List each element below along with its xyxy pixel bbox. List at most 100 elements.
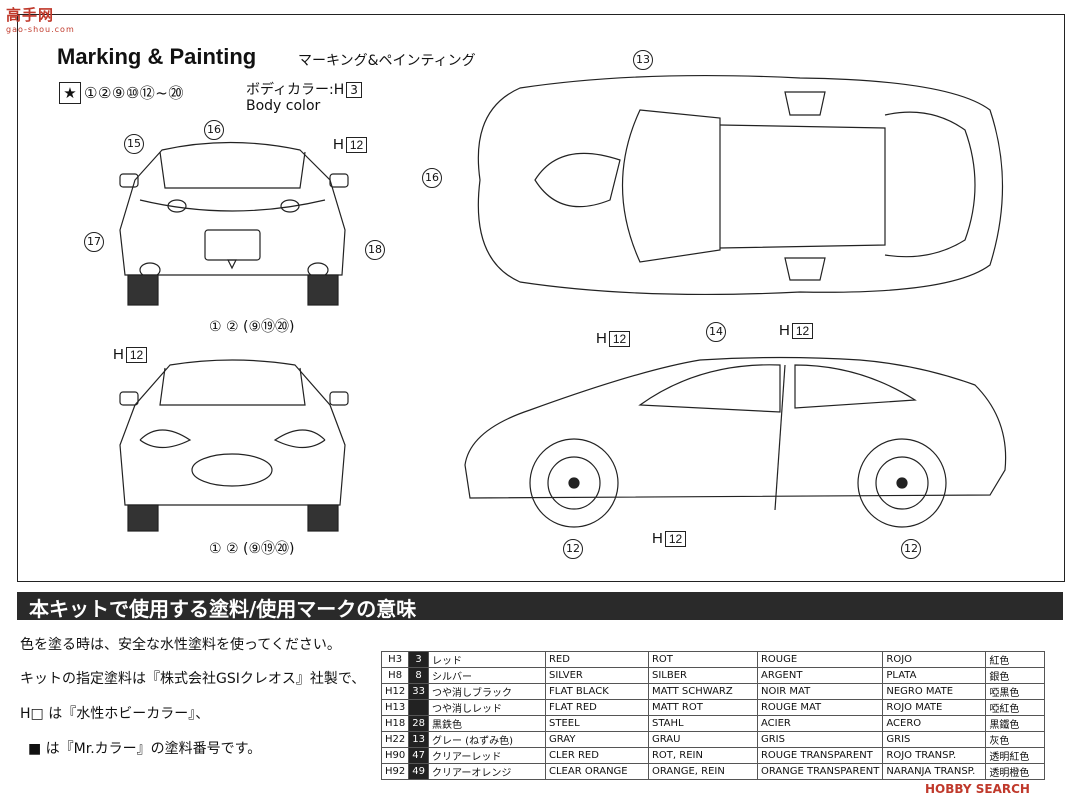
paint-cell-mr: 47 (408, 747, 429, 764)
paint-cell-en: FLAT RED (544, 699, 649, 716)
paint-cell-es: NARANJA TRANSP. (882, 763, 987, 780)
paint-cell-cn: 透明橙色 (985, 763, 1046, 780)
callout-16-top: 16 (422, 166, 442, 188)
section-header-band (17, 592, 1063, 620)
paint-cell-jp: 黒鉄色 (427, 715, 546, 732)
paint-cell-es: NEGRO MATE (882, 683, 987, 700)
note-line-1: 色を塗る時は、安全な水性塗料を使ってください。 (20, 637, 341, 653)
paint-cell-cn: 啞黒色 (985, 683, 1046, 700)
callout-15: 15 (124, 132, 144, 154)
paint-cell-fr: ROUGE MAT (756, 699, 884, 716)
paint-cell-en: GRAY (544, 731, 649, 748)
paint-cell-h: H8 (380, 667, 410, 684)
paint-cell-fr: ARGENT (756, 667, 884, 684)
paint-cell-cn: 啞紅色 (985, 699, 1046, 716)
diagram-frame (17, 14, 1065, 582)
paint-cell-mr: 8 (408, 667, 429, 684)
paint-cell-h: H3 (380, 651, 410, 668)
paint-cell-de: ORANGE, REIN (647, 763, 758, 780)
callout-17: 17 (84, 230, 104, 252)
paint-cell-de: MATT SCHWARZ (647, 683, 758, 700)
callout-14: 14 (706, 320, 726, 342)
paint-cell-fr: ROUGE (756, 651, 884, 668)
note-line-2: キットの指定塗料は『株式会社GSIクレオス』社製で、 (20, 671, 366, 687)
paint-cell-jp: つや消しレッド (427, 699, 546, 716)
paint-cell-jp: つや消しブラック (427, 683, 546, 700)
title-english: Marking & Painting (57, 44, 257, 69)
title-japanese: マーキング&ペインティング (298, 53, 476, 69)
paint-cell-fr: GRIS (756, 731, 884, 748)
paint-cell-cn: 紅色 (985, 651, 1046, 668)
paint-cell-de: ROT, REIN (647, 747, 758, 764)
paint-cell-fr: ACIER (756, 715, 884, 732)
rear-view-car (119, 141, 349, 306)
callout-16-rear: 16 (204, 118, 224, 140)
paint-cell-es: PLATA (882, 667, 987, 684)
paint-cell-fr: ORANGE TRANSPARENT (756, 763, 884, 780)
paint-cell-es: GRIS (882, 731, 987, 748)
paint-cell-h: H13 (380, 699, 410, 716)
paint-cell-h: H18 (380, 715, 410, 732)
decal-ref-rear: ① ② (⑨⑲⑳) (209, 319, 295, 335)
paint-cell-h: H90 (380, 747, 410, 764)
paint-code-box: 3 (346, 82, 362, 98)
paint-cell-jp: クリアーレッド (427, 747, 546, 764)
decal-ref-front: ① ② (⑨⑲⑳) (209, 541, 295, 557)
paint-cell-cn: 銀色 (985, 667, 1046, 684)
car-diagram (119, 74, 1007, 532)
site-watermark-2: HOBBY SEARCH (925, 782, 1030, 796)
paint-cell-h: H92 (380, 763, 410, 780)
paint-cell-es: ROJO (882, 651, 987, 668)
paint-cell-cn: 黒鐵色 (985, 715, 1046, 732)
paint-cell-h: H12 (380, 683, 410, 700)
paint-cell-mr (408, 699, 429, 716)
paint-cell-de: MATT ROT (647, 699, 758, 716)
callout-12-rear-wheel: 12 (901, 537, 921, 559)
note-line-3: H□ は『水性ホビーカラー』、 (20, 706, 210, 722)
paint-cell-en: CLEAR ORANGE (544, 763, 649, 780)
paint-cell-de: STAHL (647, 715, 758, 732)
decal-number-list: ①②⑨⑩⑫~⑳ (84, 84, 184, 102)
paint-cell-de: ROT (647, 651, 758, 668)
paint-cell-en: CLER RED (544, 747, 649, 764)
paint-cell-h: H22 (380, 731, 410, 748)
front-view-car (119, 359, 349, 532)
paint-cell-en: SILVER (544, 667, 649, 684)
body-color-label-en: Body color (246, 98, 321, 114)
paint-cell-mr: 3 (408, 651, 429, 668)
paint-cell-jp: シルバー (427, 667, 546, 684)
paint-cell-es: ROJO MATE (882, 699, 987, 716)
top-view-car (477, 74, 1004, 296)
paint-cell-es: ROJO TRANSP. (882, 747, 987, 764)
callout-12-front-wheel: 12 (563, 537, 583, 559)
paint-cell-mr: 33 (408, 683, 429, 700)
paint-cell-cn: 透明紅色 (985, 747, 1046, 764)
paint-cell-mr: 49 (408, 763, 429, 780)
callout-13: 13 (633, 48, 653, 70)
paint-cell-en: STEEL (544, 715, 649, 732)
note-line-4: ■ は『Mr.カラー』の塗料番号です。 (28, 741, 262, 757)
paint-cell-jp: グレー (ねずみ色) (427, 731, 546, 748)
paint-cell-mr: 28 (408, 715, 429, 732)
paint-cell-es: ACERO (882, 715, 987, 732)
callout-18: 18 (365, 238, 385, 260)
section-title: 本キットで使用する塗料/使用マークの意味 (29, 597, 417, 621)
paint-cell-jp: クリアーオレンジ (427, 763, 546, 780)
paint-cell-fr: NOIR MAT (756, 683, 884, 700)
paint-cell-en: RED (544, 651, 649, 668)
paint-cell-fr: ROUGE TRANSPARENT (756, 747, 884, 764)
